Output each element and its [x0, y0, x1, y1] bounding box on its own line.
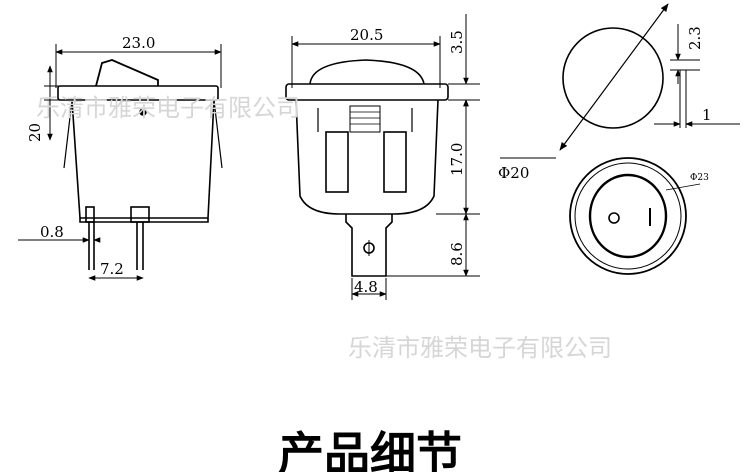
front-width-label: 23.0: [122, 34, 155, 52]
round-offset-label: 1: [702, 106, 712, 124]
pin-thickness-label: 0.8: [40, 223, 64, 241]
side-view: [285, 14, 480, 300]
side-pin-width-label: 4.8: [354, 278, 378, 296]
side-width-label: 20.5: [350, 26, 383, 44]
front-view: [18, 44, 223, 281]
bezel-view: [569, 157, 701, 275]
side-body-height-label: 17.0: [448, 143, 466, 176]
side-cap-height-label: 3.5: [448, 30, 466, 54]
section-title: 产品细节: [278, 427, 462, 472]
front-height-label: 20: [26, 123, 44, 142]
bezel-diameter-label: Φ23: [690, 173, 709, 183]
round-diameter-label: Φ20: [498, 164, 529, 182]
round-cap-height-label: 2.3: [686, 26, 704, 50]
pin-spacing-label: 7.2: [100, 260, 124, 278]
watermark-company: 乐清市雅荣电子有限公司: [348, 334, 612, 362]
watermark-overlay: 乐清市雅荣电子有限公司: [36, 94, 300, 122]
side-pin-height-label: 8.6: [448, 242, 466, 266]
round-top-view: [500, 3, 740, 159]
